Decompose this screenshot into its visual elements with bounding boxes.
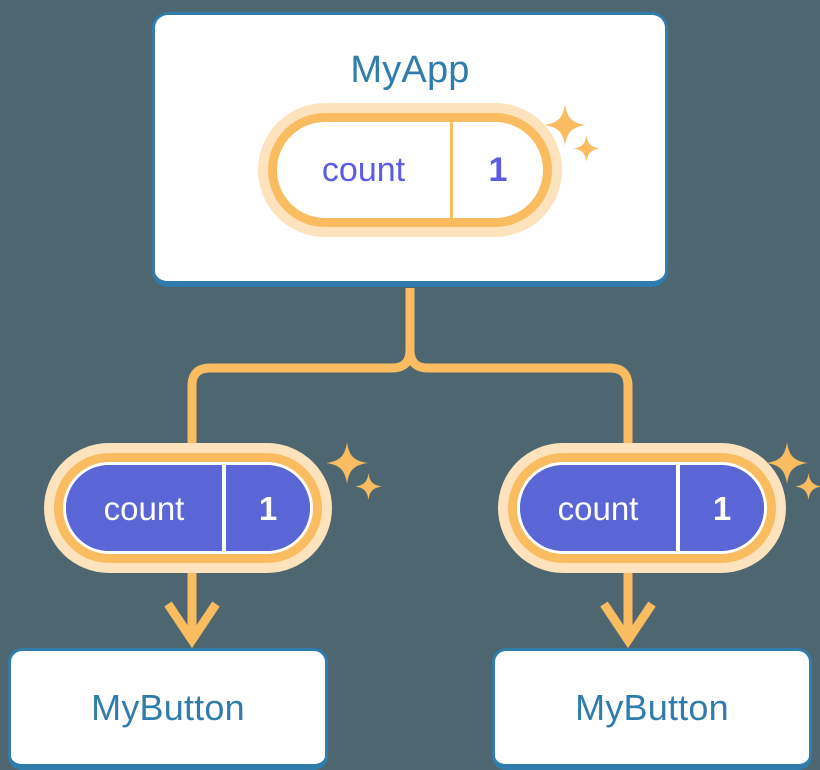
node-card-mybutton-right[interactable]: MyButton [492,648,812,770]
state-key-label: count [520,465,676,551]
sparkle-group-child-left [322,442,392,512]
arrow-down-icon-right-head [600,601,656,649]
state-pill-root[interactable]: count 1 [258,103,562,237]
state-value-label: 1 [676,465,764,551]
state-key-label: count [66,465,222,551]
arrow-down-icon-left-head [164,601,220,649]
sparkle-small-icon [795,473,820,500]
state-pill-child-right-fill: count 1 [520,465,764,551]
state-pill-root-body: count 1 [258,103,562,237]
state-pill-child-left-inner: count 1 [54,453,322,563]
state-value-label: 1 [450,122,543,218]
sparkle-icon [326,442,368,484]
connector-branch-left [187,349,415,452]
node-card-mybutton-left[interactable]: MyButton [8,648,328,770]
node-label: MyButton [575,686,729,728]
connector-branch-right [405,349,633,452]
state-pill-child-right-body: count 1 [498,443,786,573]
state-pill-child-left-body: count 1 [44,443,332,573]
state-pill-child-right[interactable]: count 1 [498,443,786,573]
state-pill-child-right-inner: count 1 [508,453,776,563]
state-pill-child-left-fill: count 1 [66,465,310,551]
node-label: MyButton [91,686,245,728]
state-value-label: 1 [222,465,310,551]
state-pill-root-inner: count 1 [268,113,552,227]
state-key-label: count [321,151,406,189]
page-title: MyApp [350,49,470,91]
state-pill-child-left[interactable]: count 1 [44,443,332,573]
sparkle-small-icon [355,473,382,500]
